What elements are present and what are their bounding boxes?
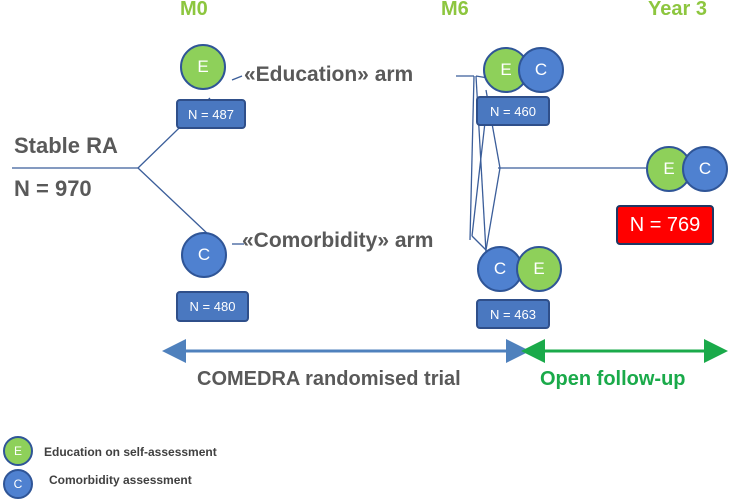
legend-comorbidity-icon: C: [3, 469, 33, 499]
followup-period-label: Open follow-up: [540, 368, 686, 390]
m6-lower-n-box: N = 463: [476, 299, 550, 329]
legend-education-icon: E: [3, 436, 33, 466]
comorbidity-arm-n-box: N = 480: [176, 291, 249, 322]
legend-education-label: Education on self-assessment: [44, 445, 217, 459]
baseline-label: Stable RA: [14, 133, 118, 158]
year3-comorbidity-circle-icon: C: [682, 146, 728, 192]
education-circle-icon: E: [180, 44, 226, 90]
m6-upper-n-box: N = 460: [476, 96, 550, 126]
education-arm-label: «Education» arm: [244, 63, 414, 86]
trial-period-label: COMEDRA randomised trial: [197, 368, 461, 390]
m6-upper-comorbidity-circle-icon: C: [518, 47, 564, 93]
timepoint-m6: M6: [441, 0, 469, 20]
legend-comorbidity-label: Comorbidity assessment: [49, 473, 192, 487]
comorbidity-arm-label: «Comorbidity» arm: [242, 229, 434, 252]
timepoint-year3: Year 3: [648, 0, 707, 20]
baseline-n: N = 970: [14, 176, 92, 201]
m6-lower-comorbidity-circle-icon: C: [477, 246, 523, 292]
timepoint-m0: M0: [180, 0, 208, 20]
m6-lower-education-circle-icon: E: [516, 246, 562, 292]
m6-upper-education-circle-icon: E: [483, 47, 529, 93]
followup-n-box: N = 769: [616, 205, 714, 245]
education-arm-n-box: N = 487: [176, 99, 246, 129]
comorbidity-circle-icon: C: [181, 232, 227, 278]
